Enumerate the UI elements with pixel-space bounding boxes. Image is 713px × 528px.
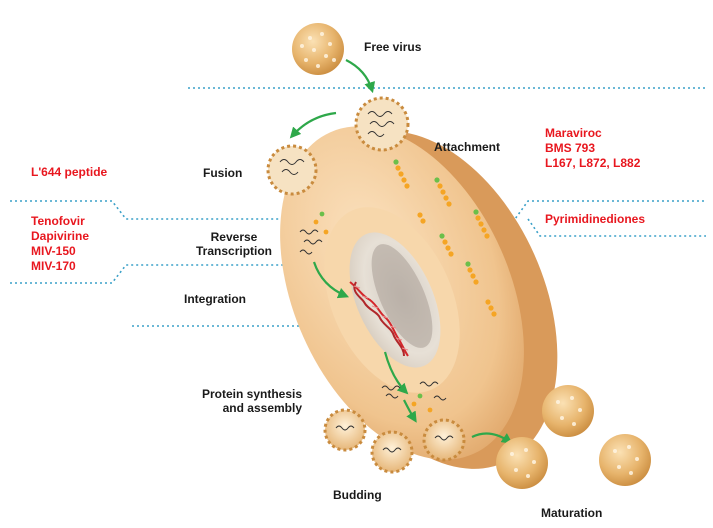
drug-list-reverse-transcription: Tenofovir Dapivirine MIV-150 MIV-170 (31, 214, 89, 274)
drug-miv-170: MIV-170 (31, 259, 89, 274)
drug-pyrimidinediones: Pyrimidinediones (545, 212, 645, 227)
label-integration: Integration (184, 292, 246, 306)
label-protein-line2: and assembly (174, 401, 302, 415)
label-free-virus: Free virus (364, 40, 421, 54)
drug-bms-793: BMS 793 (545, 141, 640, 156)
drug-maraviroc: Maraviroc (545, 126, 640, 141)
drug-l644-peptide: L'644 peptide (31, 165, 107, 180)
label-reverse-line1: Reverse (196, 230, 272, 244)
attaching-virus (356, 98, 408, 150)
arrow-attach-to-fusion (292, 113, 336, 136)
arrow-free-to-attach (346, 60, 372, 90)
drug-list-attachment: Maraviroc BMS 793 L167, L872, L882 (545, 126, 640, 171)
drug-l-series: L167, L872, L882 (545, 156, 640, 171)
drug-tenofovir: Tenofovir (31, 214, 89, 229)
label-maturation: Maturation (541, 506, 602, 520)
fusion-virus (268, 146, 316, 194)
label-reverse-transcription: Reverse Transcription (196, 230, 272, 258)
drug-dapivirine: Dapivirine (31, 229, 89, 244)
label-protein-synthesis: Protein synthesis and assembly (174, 387, 302, 415)
drug-miv-150: MIV-150 (31, 244, 89, 259)
label-protein-line1: Protein synthesis (174, 387, 302, 401)
free-virus-particle (292, 23, 344, 75)
label-fusion: Fusion (203, 166, 242, 180)
label-budding: Budding (333, 488, 382, 502)
label-reverse-line2: Transcription (196, 244, 272, 258)
label-attachment: Attachment (434, 140, 500, 154)
